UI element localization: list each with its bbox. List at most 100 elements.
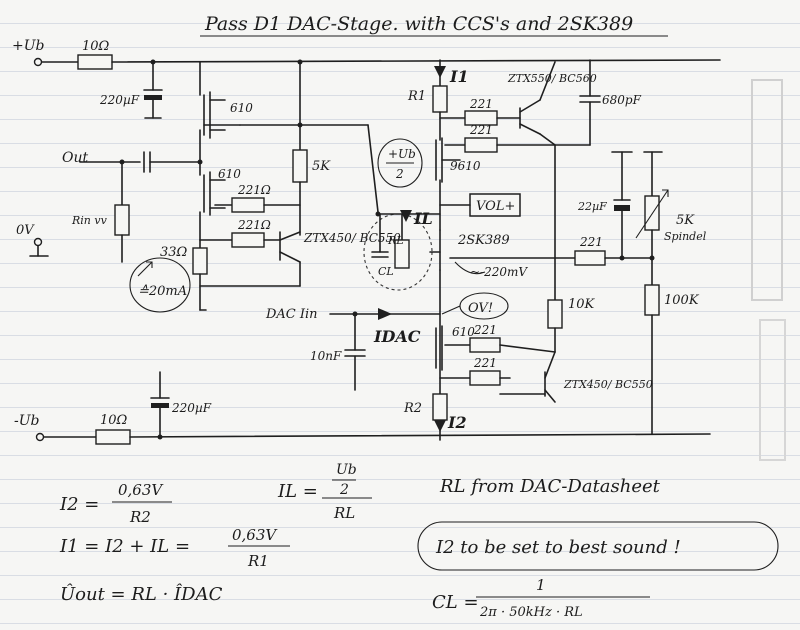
dac-in-label: DAC Iin bbox=[265, 307, 318, 322]
potentiometer-5k bbox=[644, 195, 660, 231]
resistor-100k-label: 100K bbox=[664, 293, 700, 308]
ov-bubble-label: OV! bbox=[468, 301, 493, 316]
wire-feedback-down bbox=[367, 124, 379, 213]
bjt-left-label: ZTX450/ BC550 bbox=[303, 231, 401, 245]
formula-il: IL = Ub 2 RL bbox=[277, 462, 372, 522]
formula-i2-num: 0,63V bbox=[118, 481, 164, 499]
resistor-r2 bbox=[432, 393, 448, 421]
bias-note-label: ≙20mA bbox=[138, 284, 187, 299]
formula-cl: CL = 1 2π · 50kHz · RL bbox=[432, 576, 650, 620]
c22-junction bbox=[619, 255, 625, 261]
c680-label: 680pF bbox=[602, 93, 642, 107]
neg-rail-capacitor bbox=[150, 371, 170, 438]
formula-cl-lhs: CL = bbox=[432, 592, 479, 613]
pos-rail-junction bbox=[150, 59, 156, 65]
resistor-33-label: 33Ω bbox=[160, 245, 188, 260]
resistor-221-2 bbox=[464, 137, 498, 153]
mosfet-9610 bbox=[435, 137, 461, 231]
mosfet-610-low bbox=[435, 325, 443, 371]
resistor-33 bbox=[192, 247, 208, 275]
resistor-221-3 bbox=[574, 250, 606, 266]
junction-5k-rail bbox=[297, 59, 303, 65]
r2-label: R2 bbox=[403, 401, 422, 416]
i2-label: I2 bbox=[447, 413, 467, 432]
bias-note-circle bbox=[129, 257, 191, 313]
page-title: Pass D1 DAC-Stage. with CCS's and 2SK389 bbox=[204, 13, 633, 35]
ground-label: 0V bbox=[16, 223, 35, 238]
approx-v-label: ~-220mV bbox=[470, 265, 528, 279]
resistor-221-1-label: 221 bbox=[469, 97, 493, 111]
resistor-rin bbox=[114, 204, 130, 236]
bjt-left bbox=[279, 231, 301, 287]
formula-cl-den: 2π · 50kHz · RL bbox=[479, 605, 583, 620]
formula-i1: I1 = I2 + IL = 0,63V R1 bbox=[59, 526, 290, 570]
resistor-100k bbox=[644, 284, 660, 316]
pot-label: 5K bbox=[676, 213, 695, 228]
resistor-10k bbox=[547, 299, 563, 329]
c22-plate bbox=[614, 205, 630, 211]
pot-junction bbox=[649, 255, 655, 261]
idac-label: IDAC bbox=[373, 327, 421, 346]
resistor-221-b bbox=[231, 232, 265, 248]
resistor-10k-label: 10K bbox=[568, 297, 596, 312]
formula-il-den: RL bbox=[333, 504, 355, 522]
rl-datasheet-note: RL from DAC-Datasheet bbox=[439, 476, 661, 497]
formula-cl-num: 1 bbox=[536, 576, 546, 594]
c22-label: 22µF bbox=[577, 200, 607, 213]
rin-label: Rin vv bbox=[71, 214, 108, 227]
neg-rail-junction bbox=[157, 434, 163, 440]
resistor-5k bbox=[292, 149, 308, 183]
formula-i2-lhs: I2 = bbox=[59, 494, 99, 515]
resistor-221-5-label: 221 bbox=[473, 356, 497, 370]
half-ub-den: 2 bbox=[395, 167, 404, 181]
formula-i2-den: R2 bbox=[129, 508, 151, 526]
approx-v-pointer bbox=[454, 261, 486, 275]
formula-i1-lhs: I1 = I2 + IL = bbox=[59, 536, 190, 557]
resistor-r1 bbox=[432, 85, 448, 113]
neg-rail-label: -Ub bbox=[14, 413, 40, 429]
half-ub-num: +Ub bbox=[388, 147, 416, 161]
neg-rail-cap-label: 220µF bbox=[171, 401, 212, 415]
i1-arrow bbox=[434, 66, 446, 78]
formula-i2: I2 = 0,63V R2 bbox=[59, 481, 172, 526]
neg-rail-resistor-label: 10Ω bbox=[100, 413, 128, 428]
formula-il-num-top: Ub bbox=[336, 462, 357, 478]
resistor-221-a-label: 221Ω bbox=[237, 183, 271, 197]
resistor-221-4 bbox=[469, 337, 501, 353]
mosfet-top-label: 610 bbox=[230, 101, 253, 115]
il-label: IL bbox=[413, 209, 433, 228]
pot-adjust-arrow bbox=[635, 189, 669, 239]
jfet-label: 2SK389 bbox=[457, 233, 510, 248]
cl-label: CL bbox=[378, 265, 394, 278]
resistor-221-b-label: 221Ω bbox=[237, 218, 271, 232]
positive-rail bbox=[33, 54, 721, 70]
ov-pointer bbox=[441, 305, 461, 315]
bjt-low-right bbox=[499, 351, 556, 403]
formula-i1-num: 0,63V bbox=[232, 526, 278, 544]
output-mosfet-bottom bbox=[199, 161, 226, 241]
i2-arrow bbox=[434, 420, 446, 432]
pos-rail-capacitor bbox=[143, 61, 163, 119]
pos-rail-resistor-label: 10Ω bbox=[82, 39, 110, 54]
output-label: Out bbox=[62, 150, 88, 166]
tune-note: I2 to be set to best sound ! bbox=[435, 537, 681, 558]
resistor-221-3-label: 221 bbox=[579, 235, 603, 249]
bleed-through-marks bbox=[751, 79, 786, 461]
bias-note-arrow bbox=[137, 261, 153, 277]
resistor-221-2-label: 221 bbox=[469, 123, 493, 137]
output-mosfet-top bbox=[199, 61, 241, 161]
ground-terminal bbox=[33, 237, 43, 247]
output-terminal bbox=[79, 151, 201, 173]
i1-label: I1 bbox=[449, 67, 469, 86]
il-arrow bbox=[400, 210, 412, 222]
mosfet-610-low-label: 610 bbox=[452, 325, 475, 339]
rl-label: RL bbox=[387, 234, 404, 247]
resistor-221-a bbox=[231, 197, 265, 213]
negative-rail bbox=[35, 429, 711, 445]
bjt-low-right-label: ZTX450/ BC550 bbox=[563, 378, 653, 391]
vol-plus-label: VOL+ bbox=[476, 199, 515, 214]
formula-uout: Ûout = RL · ÎDAC bbox=[60, 582, 223, 605]
half-ub-bubble bbox=[377, 138, 423, 188]
mosfet-bottom-label: 610 bbox=[218, 167, 241, 181]
